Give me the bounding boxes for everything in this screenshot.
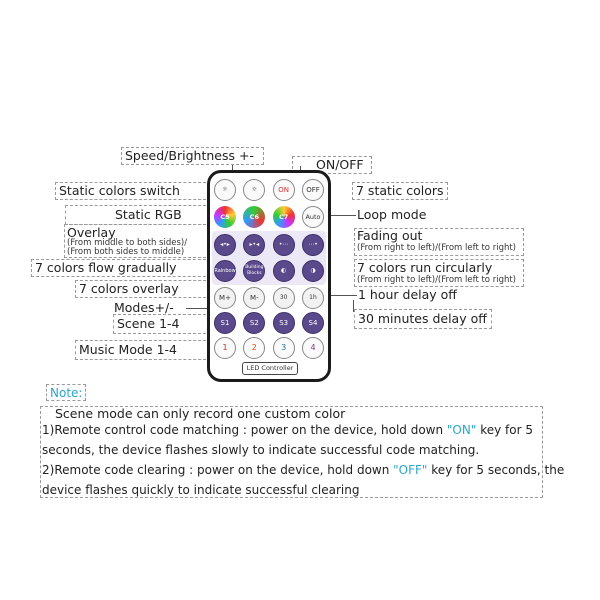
one-hour-delay-label: 1 hour delay off <box>358 287 457 302</box>
seven-colors-run-frame <box>354 259 524 287</box>
thirty-min-delay-frame <box>354 309 492 329</box>
c5-button[interactable]: C5 <box>214 206 236 228</box>
seven-colors-flow-label: 7 colors flow gradually <box>35 260 177 275</box>
remote-row-2: C5 C6 C7 Auto <box>214 206 324 228</box>
overlay-label: Overlay <box>67 225 116 240</box>
seven-colors-overlay-label: 7 colors overlay <box>79 281 179 296</box>
off-key-highlight: "OFF" <box>393 463 428 477</box>
music-2-button[interactable]: 2 <box>243 337 266 359</box>
note-line-5: device flashes quickly to indicate succe… <box>42 483 360 497</box>
note-line-4b: key for 5 seconds, the <box>427 463 565 477</box>
remote-control: ☼ ☼ ON OFF C5 C6 C7 Auto ◂•▸ ▸•◂ •⋯ ⋯• R… <box>207 170 331 382</box>
on-button[interactable]: ON <box>272 179 295 201</box>
note-line-4: 2)Remote code clearing : power on the de… <box>42 462 564 478</box>
on-off-frame <box>292 156 372 174</box>
leader-line <box>353 300 354 312</box>
music-3-button[interactable]: 3 <box>272 337 295 359</box>
fade-right-icon[interactable]: ⋯• <box>301 234 324 256</box>
fading-out-sub: (From right to left)/(From left to right… <box>357 243 517 253</box>
overlay-out-icon[interactable]: ◂•▸ <box>214 234 236 256</box>
note-line-2b: key for 5 <box>476 423 533 437</box>
off-button[interactable]: OFF <box>301 179 324 201</box>
remote-row-3: ◂•▸ ▸•◂ •⋯ ⋯• <box>214 234 324 256</box>
remote-row-5: M+ M- 30 1h <box>214 287 324 309</box>
music-mode-label: Music Mode 1-4 <box>79 342 177 357</box>
overlay-sub-2: (From both sides to middle) <box>67 247 185 257</box>
thirty-min-delay-label: 30 minutes delay off <box>358 311 487 326</box>
music-1-button[interactable]: 1 <box>214 337 236 359</box>
note-title: Note: <box>50 386 83 400</box>
note-line-2a: 1)Remote control code matching : power o… <box>42 423 447 437</box>
mode-minus-button[interactable]: M- <box>243 287 266 309</box>
leader-line <box>322 215 356 216</box>
overlay-sub-1: (From middle to both sides)/ <box>67 238 188 248</box>
seven-colors-run-sub: (From right to left)/(From left to right… <box>357 275 517 285</box>
rainbow-button[interactable]: Rainbow <box>214 260 236 282</box>
music-4-button[interactable]: 4 <box>301 337 324 359</box>
scene-label: Scene 1-4 <box>117 316 180 331</box>
seven-static-colors-frame <box>352 182 448 200</box>
scene-3-button[interactable]: S3 <box>272 312 295 334</box>
on-key-highlight: "ON" <box>446 423 477 437</box>
brightness-plus-icon[interactable]: ☼ <box>214 179 236 201</box>
building-blocks-button[interactable]: Building Blocks <box>243 260 266 282</box>
run-right-icon[interactable]: ◑ <box>301 260 324 282</box>
fading-out-frame <box>354 228 524 256</box>
c6-button[interactable]: C6 <box>243 206 266 228</box>
modes-label: Modes+/- <box>114 300 174 315</box>
brightness-minus-icon[interactable]: ☼ <box>243 179 266 201</box>
leader-line <box>320 295 357 296</box>
speed-brightness-frame <box>121 147 264 165</box>
note-line-4a: 2)Remote code clearing : power on the de… <box>42 463 394 477</box>
run-left-icon[interactable]: ◐ <box>272 260 295 282</box>
speed-brightness-label: Speed/Brightness +- <box>125 148 254 163</box>
seven-static-colors-label: 7 static colors <box>356 183 444 198</box>
led-controller-label: LED Controller <box>242 362 298 375</box>
c7-button[interactable]: C7 <box>272 206 295 228</box>
seven-colors-run-label: 7 colors run circularly <box>357 260 493 275</box>
scene-2-button[interactable]: S2 <box>243 312 266 334</box>
fading-out-label: Fading out <box>357 228 423 243</box>
timer-1h-icon[interactable]: 1h <box>301 287 324 309</box>
remote-row-4: Rainbow Building Blocks ◐ ◑ <box>214 260 324 282</box>
static-rgb-label: Static RGB <box>115 207 182 222</box>
on-off-label: ON/OFF <box>316 157 364 172</box>
note-title-frame <box>46 384 86 401</box>
scene-4-button[interactable]: S4 <box>301 312 324 334</box>
timer-30-icon[interactable]: 30 <box>272 287 295 309</box>
leader-line <box>186 308 222 309</box>
remote-row-6: S1 S2 S3 S4 <box>214 312 324 334</box>
fade-left-icon[interactable]: •⋯ <box>272 234 295 256</box>
remote-row-1: ☼ ☼ ON OFF <box>214 179 324 201</box>
scene-1-button[interactable]: S1 <box>214 312 236 334</box>
note-line-3: seconds, the device flashes slowly to in… <box>42 443 480 457</box>
loop-mode-label: Loop mode <box>357 207 427 222</box>
auto-button[interactable]: Auto <box>301 206 324 228</box>
static-colors-switch-label: Static colors switch <box>59 183 180 198</box>
note-line-2: 1)Remote control code matching : power o… <box>42 422 533 438</box>
note-line-1: Scene mode can only record one custom co… <box>55 406 346 421</box>
overlay-in-icon[interactable]: ▸•◂ <box>243 234 266 256</box>
mode-plus-button[interactable]: M+ <box>214 287 236 309</box>
note-box <box>40 406 543 498</box>
remote-row-7: 1 2 3 4 <box>214 337 324 359</box>
